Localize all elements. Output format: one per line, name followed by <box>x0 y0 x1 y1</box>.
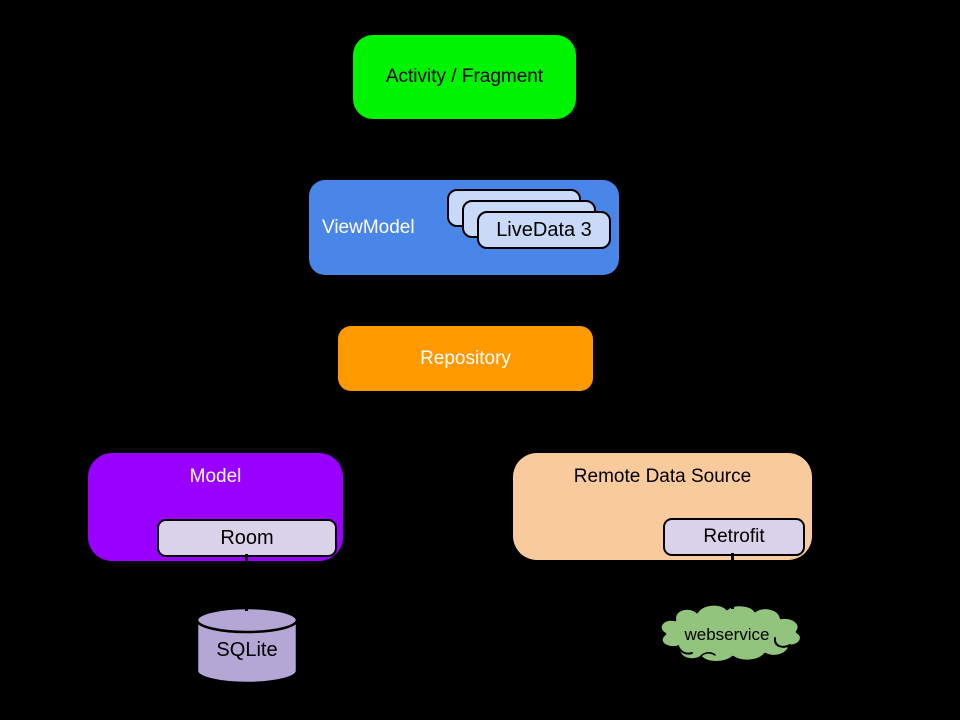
model-label: Model <box>189 466 242 487</box>
room-label: Room <box>220 526 274 549</box>
node-activity-fragment: Activity / Fragment <box>353 35 576 119</box>
activity-fragment-label: Activity / Fragment <box>385 66 544 87</box>
remote-data-source-label: Remote Data Source <box>573 466 752 487</box>
node-room: Room <box>157 519 337 557</box>
node-retrofit: Retrofit <box>663 518 805 556</box>
livedata-card-front: LiveData 3 <box>477 211 611 249</box>
webservice-label: webservice <box>684 625 770 644</box>
connector-room-to-sqlite <box>245 554 248 611</box>
database-cylinder-icon <box>195 606 299 685</box>
livedata-label: LiveData 3 <box>496 218 592 241</box>
connector-retrofit-to-webservice <box>731 553 734 609</box>
node-sqlite-database: SQLite <box>195 605 299 685</box>
repository-label: Repository <box>420 347 511 369</box>
retrofit-label: Retrofit <box>703 526 765 547</box>
cloud-icon <box>659 603 803 664</box>
sqlite-label: SQLite <box>216 639 278 661</box>
node-webservice-cloud: webservice <box>653 601 809 667</box>
node-repository: Repository <box>338 326 593 391</box>
viewmodel-label: ViewModel <box>322 216 415 238</box>
